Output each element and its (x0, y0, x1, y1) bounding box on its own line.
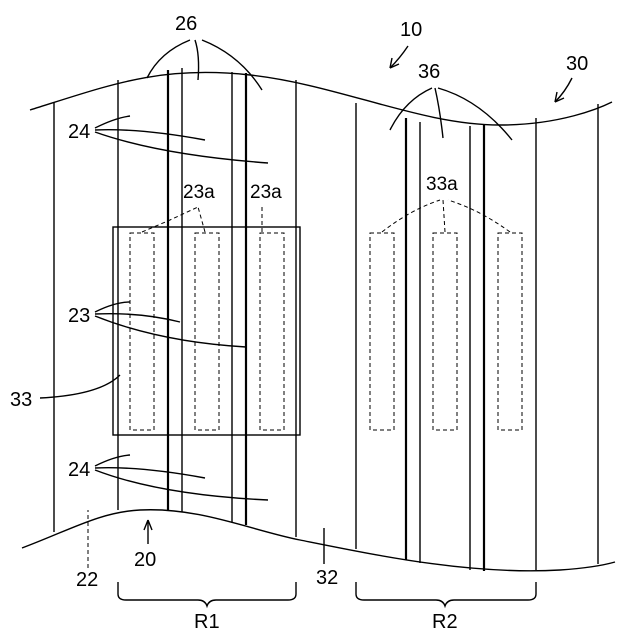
label-33: 33 (10, 389, 32, 411)
arrow-20 (144, 520, 152, 544)
bracket-r1 (118, 582, 296, 606)
label-36: 36 (418, 61, 440, 83)
sub-region-23a-2 (195, 233, 219, 430)
sub-region-33a-2 (433, 233, 457, 430)
label-r2: R2 (432, 611, 458, 633)
bracket-r2 (356, 582, 536, 606)
sub-region-33a-3 (498, 233, 522, 430)
sub-region-33a-1 (370, 233, 394, 430)
leaders-23a (142, 207, 262, 232)
leaders-33a (382, 200, 510, 232)
label-23: 23 (68, 305, 90, 327)
sub-regions-33a (370, 233, 522, 430)
leaders-36 (390, 88, 512, 140)
leader-33 (40, 375, 120, 398)
label-32: 32 (316, 567, 338, 589)
label-20: 20 (134, 549, 156, 571)
arrow-10 (390, 46, 408, 68)
leaders-26 (147, 40, 262, 90)
label-33a: 33a (426, 174, 458, 195)
label-r1: R1 (194, 611, 220, 633)
label-24-bottom: 24 (68, 459, 90, 481)
bottom-boundary-curve (22, 510, 615, 571)
arrow-30 (555, 78, 572, 102)
label-10: 10 (400, 19, 422, 41)
label-22: 22 (76, 569, 98, 591)
label-23a-left: 23a (183, 182, 215, 203)
label-30: 30 (566, 53, 588, 75)
sub-regions-23a (130, 233, 284, 430)
label-24-top: 24 (68, 121, 90, 143)
label-23a-right: 23a (250, 182, 282, 203)
member-30-lines (356, 103, 598, 571)
label-26: 26 (175, 13, 197, 35)
sub-region-23a-3 (260, 233, 284, 430)
